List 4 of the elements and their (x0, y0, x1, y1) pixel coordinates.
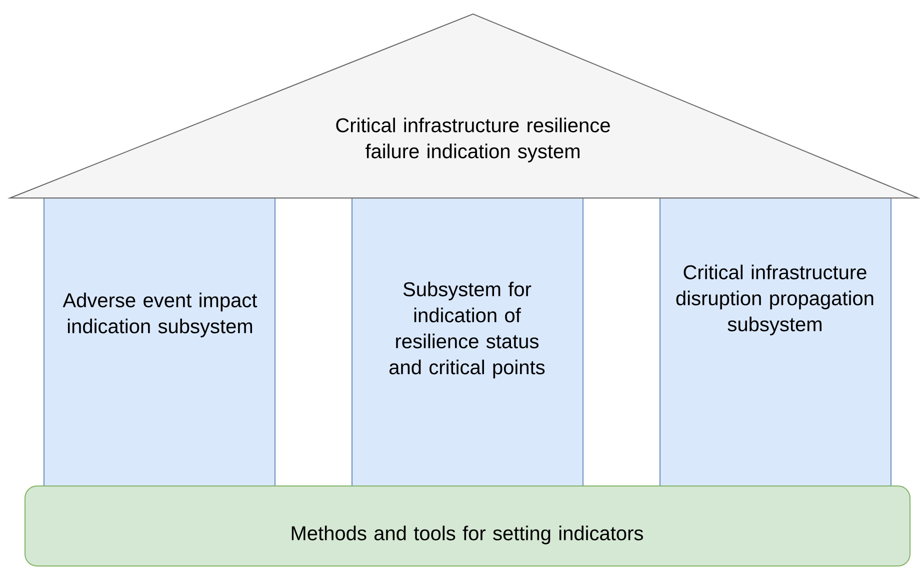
pillar-box: Critical infrastructure disruption propagation subsystem (660, 198, 892, 490)
pillar-box: Subsystem for indication of resilience status and critical points (352, 198, 584, 490)
foundation-box: Methods and tools for setting indicators (24, 486, 910, 566)
pillar-box: Adverse event impact indication subsystem (44, 198, 276, 490)
